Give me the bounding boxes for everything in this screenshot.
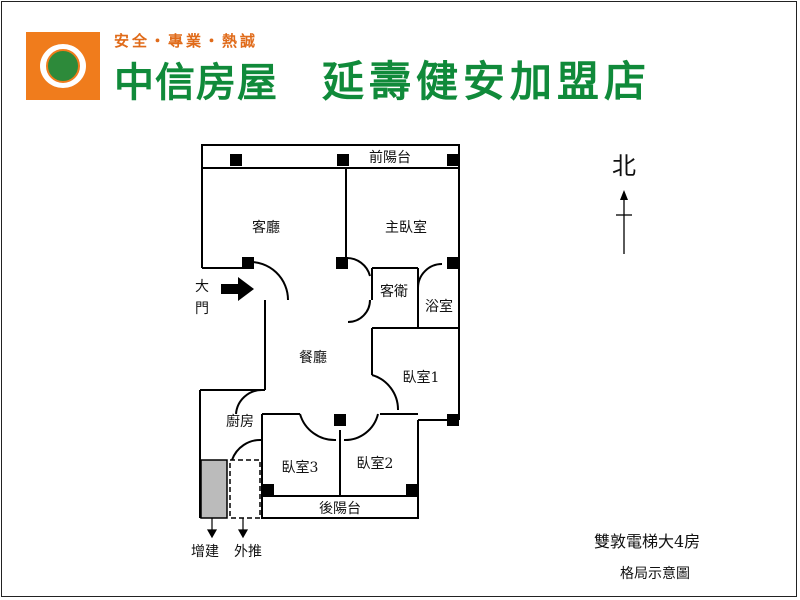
column xyxy=(334,414,346,426)
label-master-bedroom: 主臥室 xyxy=(385,219,427,236)
door-swing xyxy=(417,263,443,289)
label-guest-bath: 客衛 xyxy=(380,283,408,300)
label-push-out: 外推 xyxy=(234,544,262,560)
column xyxy=(242,257,254,269)
label-addition: 增建 xyxy=(191,544,219,560)
push-out-arrow-head xyxy=(237,529,249,539)
door-swing xyxy=(347,299,371,323)
door-swing xyxy=(371,374,400,411)
brand-logo xyxy=(26,32,100,100)
north-arrow-head xyxy=(620,190,628,200)
globe-icon xyxy=(46,49,80,83)
door-swing xyxy=(299,413,337,442)
label-bedroom-3: 臥室3 xyxy=(282,459,319,476)
addition-area xyxy=(200,459,228,519)
addition-arrow-head xyxy=(206,529,218,539)
column xyxy=(230,154,242,166)
column xyxy=(447,257,459,269)
door-swing xyxy=(247,260,290,301)
store-name: 延壽健安加盟店 xyxy=(322,57,652,106)
label-bath: 浴室 xyxy=(425,298,453,315)
door-swing xyxy=(231,438,263,461)
push-out-area xyxy=(229,459,261,519)
label-dining-room: 餐廳 xyxy=(299,349,327,366)
plan-type: 雙敦電梯大4房 xyxy=(594,532,701,551)
brand-name: 中信房屋 xyxy=(114,60,278,106)
label-front-balcony: 前陽台 xyxy=(369,149,411,166)
column xyxy=(336,257,348,269)
column xyxy=(337,154,349,166)
entrance-arrow-icon xyxy=(221,277,254,301)
label-main-door-1: 大 xyxy=(195,279,209,295)
label-bedroom-2: 臥室2 xyxy=(357,455,394,472)
label-kitchen: 廚房 xyxy=(226,413,254,430)
label-north: 北 xyxy=(612,152,636,180)
door-swing xyxy=(235,388,263,415)
label-rear-balcony: 後陽台 xyxy=(319,501,361,517)
header: 安全・專業・熱誠 中信房屋 延壽健安加盟店 xyxy=(22,28,742,108)
slogan: 安全・專業・熱誠 xyxy=(114,32,259,50)
column xyxy=(406,484,418,496)
label-main-door-2: 門 xyxy=(195,301,209,317)
label-living-room: 客廳 xyxy=(252,219,280,236)
column xyxy=(447,414,459,426)
door-swing xyxy=(345,256,371,277)
door-swing xyxy=(343,413,379,442)
plan-caption: 格局示意圖 xyxy=(620,566,690,582)
column xyxy=(447,154,459,166)
column xyxy=(262,484,274,496)
label-bedroom-1: 臥室1 xyxy=(403,369,440,386)
